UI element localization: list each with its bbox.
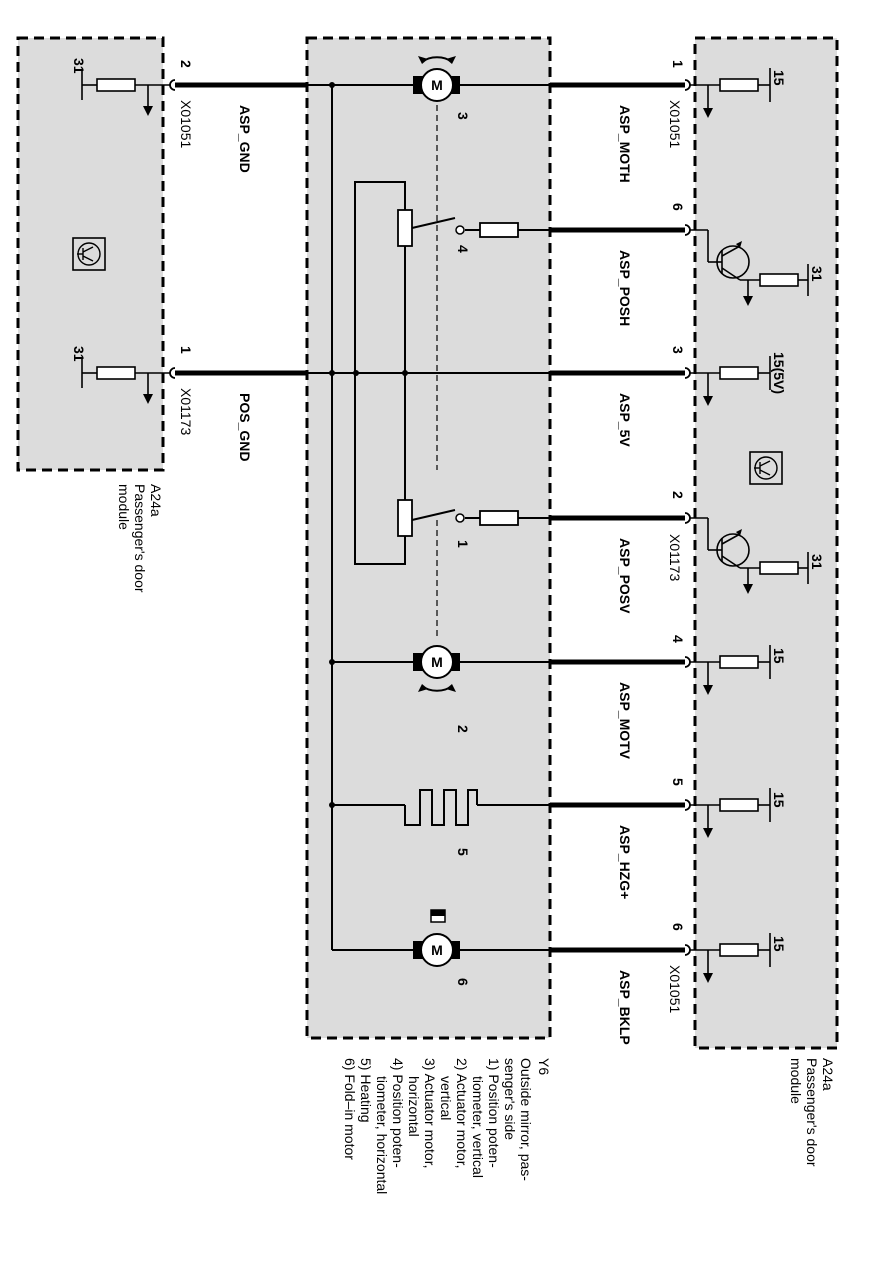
left-module-resistors <box>96 78 136 380</box>
svg-text:15: 15 <box>771 936 787 952</box>
label-asp-posv: ASP_POSV <box>617 538 633 614</box>
svg-text:6) Fold–in motor: 6) Fold–in motor <box>342 1058 358 1160</box>
label-pos-gnd: POS_GND <box>237 393 253 461</box>
caption-left-module: A24a Passenger's door module <box>116 484 164 593</box>
svg-text:Passenger's door: Passenger's door <box>804 1058 820 1167</box>
svg-text:module: module <box>788 1058 804 1104</box>
svg-text:module: module <box>116 484 132 530</box>
svg-text:5: 5 <box>670 778 686 786</box>
svg-text:31: 31 <box>71 346 87 362</box>
svg-text:M: M <box>431 942 443 958</box>
supply-labels: 15 15(5V) 15 15 15 31 31 31 31 <box>71 58 825 952</box>
right-module-circuits <box>690 68 809 975</box>
svg-text:31: 31 <box>809 554 825 570</box>
svg-text:2: 2 <box>178 60 194 68</box>
left-ground-arrows <box>143 106 153 404</box>
svg-text:tiometer, horizontal: tiometer, horizontal <box>374 1076 390 1194</box>
module-left-box <box>16 36 165 472</box>
pin-numbers: 1 6 3 2 4 5 6 2 1 <box>178 60 686 931</box>
label-asp-hzg: ASP_HZG+ <box>617 825 633 899</box>
module-right-box <box>693 36 839 1050</box>
svg-text:M: M <box>431 77 443 93</box>
ecu-symbol-left <box>72 237 106 271</box>
svg-text:Outside mirror, pas-: Outside mirror, pas- <box>518 1058 534 1181</box>
label-asp-gnd: ASP_GND <box>237 105 253 173</box>
svg-text:1) Position poten-: 1) Position poten- <box>486 1058 502 1168</box>
caption-right-module: A24a Passenger's door module <box>788 1058 836 1167</box>
svg-text:4: 4 <box>670 635 686 643</box>
svg-text:6: 6 <box>455 978 471 986</box>
connector-x01051-bottom: X01051 <box>667 965 683 1013</box>
label-asp-5v: ASP_5V <box>617 393 633 447</box>
ecu-symbol-right <box>749 451 783 485</box>
connector-x01051-top: X01051 <box>667 100 683 148</box>
svg-text:31: 31 <box>809 266 825 282</box>
svg-text:tiometer, vertical: tiometer, vertical <box>470 1076 486 1178</box>
label-asp-bklp: ASP_BKLP <box>617 970 633 1045</box>
svg-text:horizontal: horizontal <box>406 1076 422 1137</box>
svg-text:2: 2 <box>670 491 686 499</box>
potentiometer-horizontal <box>397 209 413 247</box>
svg-text:6: 6 <box>670 203 686 211</box>
connector-x01173-left: X01173 <box>178 388 194 435</box>
label-asp-posh: ASP_POSH <box>617 250 633 326</box>
resistor-posv <box>479 510 519 526</box>
svg-text:1: 1 <box>455 540 471 548</box>
junction-dots <box>329 82 408 808</box>
motor-fold-in: M <box>413 909 460 967</box>
potentiometer-vertical <box>397 499 413 537</box>
svg-text:1: 1 <box>670 60 686 68</box>
connector-pins <box>169 79 691 956</box>
module-mirror-box <box>305 36 552 1040</box>
connector-x01173-right: X01173 <box>667 534 683 581</box>
svg-text:15: 15 <box>771 792 787 808</box>
svg-text:6: 6 <box>670 923 686 931</box>
signal-labels: ASP_MOTH ASP_POSH ASP_5V ASP_POSV ASP_MO… <box>237 105 633 1045</box>
svg-text:3) Actuator motor,: 3) Actuator motor, <box>422 1058 438 1169</box>
resistor-posh <box>479 222 519 238</box>
svg-text:A24a: A24a <box>148 484 164 517</box>
svg-text:A24a: A24a <box>820 1058 836 1091</box>
main-wires <box>175 82 685 953</box>
right-module-resistors <box>719 78 799 957</box>
svg-text:1: 1 <box>178 346 194 354</box>
svg-text:5: 5 <box>455 848 471 856</box>
label-asp-motv: ASP_MOTV <box>617 682 633 760</box>
svg-text:2: 2 <box>455 725 471 733</box>
ground-arrows <box>703 108 753 983</box>
caption-mirror: Y6 Outside mirror, pas- senger's side 1)… <box>342 1058 552 1194</box>
svg-text:15: 15 <box>771 648 787 664</box>
component-numbers: 3 4 1 2 5 6 <box>455 112 471 986</box>
svg-text:4: 4 <box>455 245 471 253</box>
svg-text:senger's side: senger's side <box>502 1058 518 1140</box>
label-asp-moth: ASP_MOTH <box>617 105 633 183</box>
motor-vertical: M <box>413 645 460 692</box>
svg-text:31: 31 <box>71 58 87 74</box>
svg-text:Y6: Y6 <box>536 1058 552 1075</box>
connector-x01051-left: X01051 <box>178 100 194 148</box>
svg-text:15(5V): 15(5V) <box>771 352 787 394</box>
svg-text:M: M <box>431 654 443 670</box>
connector-labels: X01051 X01173 X01051 X01051 X01173 <box>178 100 683 1013</box>
svg-text:3: 3 <box>670 346 686 354</box>
svg-text:3: 3 <box>455 112 471 120</box>
svg-text:5) Heating: 5) Heating <box>358 1058 374 1123</box>
svg-text:vertical: vertical <box>438 1076 454 1120</box>
svg-text:4) Position poten-: 4) Position poten- <box>390 1058 406 1168</box>
svg-text:15: 15 <box>771 70 787 86</box>
svg-text:Passenger's door: Passenger's door <box>132 484 148 593</box>
heating-element <box>404 789 478 826</box>
svg-text:2) Actuator motor,: 2) Actuator motor, <box>454 1058 470 1169</box>
motor-horizontal: M <box>413 56 460 102</box>
left-module-circuits <box>81 70 170 396</box>
